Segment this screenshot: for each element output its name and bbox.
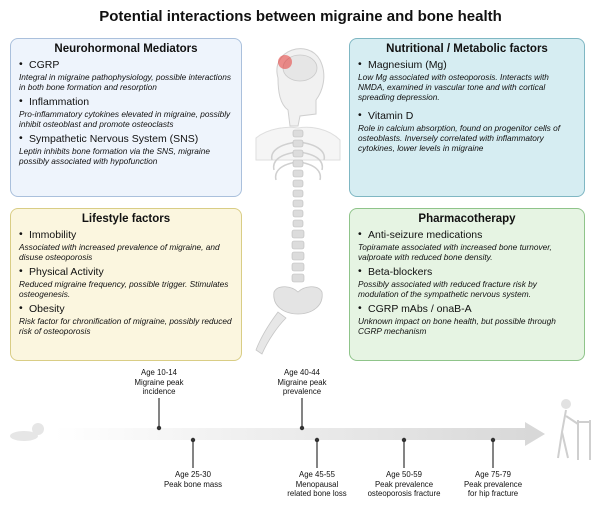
- label-line: Menopausal: [295, 479, 339, 489]
- label-line: osteoporosis fracture: [367, 489, 441, 498]
- label-line: Age 50-59: [386, 470, 422, 479]
- item-heading: Obesity: [19, 302, 233, 315]
- infant-icon: [10, 423, 44, 441]
- label-line: Migraine peak: [277, 377, 327, 387]
- list-item: Sympathetic Nervous System (SNS) Leptin …: [19, 132, 233, 166]
- item-description: Possibly associated with reduced fractur…: [358, 279, 537, 299]
- item-heading: Physical Activity: [19, 265, 233, 278]
- timeline-label: Age 40-44 Migraine peak prevalence: [262, 368, 342, 397]
- panel-title: Neurohormonal Mediators: [54, 43, 198, 55]
- list-item: Magnesium (Mg) Low Mg associated with os…: [358, 58, 576, 102]
- item-description: Unknown impact on bone health, but possi…: [358, 316, 556, 336]
- list-item: Immobility Associated with increased pre…: [19, 228, 233, 262]
- list-item: Anti-seizure medications Topiramate asso…: [358, 228, 576, 262]
- item-heading: Beta-blockers: [358, 265, 576, 278]
- age-timeline: [10, 398, 591, 468]
- item-description: Low Mg associated with osteoporosis. Int…: [358, 72, 549, 102]
- panel-title: Nutritional / Metabolic factors: [386, 43, 548, 55]
- item-heading: Anti-seizure medications: [358, 228, 576, 241]
- diagram-title: Potential interactions between migraine …: [99, 8, 502, 25]
- timeline-label: Age 25-30 Peak bone mass: [153, 470, 233, 489]
- list-item: Beta-blockers Possibly associated with r…: [358, 265, 576, 299]
- list-item: Obesity Risk factor for chronification o…: [19, 302, 233, 336]
- label-line: related bone loss: [287, 489, 347, 498]
- item-description: Pro-inflammatory cytokines elevated in m…: [19, 109, 231, 129]
- list-item: CGRP mAbs / onaB-A Unknown impact on bon…: [358, 302, 576, 336]
- spine: [291, 129, 305, 283]
- pelvis: [273, 286, 323, 315]
- neurohormonal-panel: Neurohormonal Mediators CGRP Integral in…: [10, 38, 242, 197]
- panel-title: Pharmacotherapy: [418, 213, 516, 225]
- label-line: Age 75-79: [475, 470, 511, 479]
- item-description: Topiramate associated with increased bon…: [358, 242, 552, 262]
- item-heading: Sympathetic Nervous System (SNS): [19, 132, 233, 145]
- label-line: for hip fracture: [467, 489, 519, 498]
- item-description: Reduced migraine frequency, possible tri…: [19, 279, 229, 299]
- list-item: Physical Activity Reduced migraine frequ…: [19, 265, 233, 299]
- femur: [255, 311, 287, 355]
- elderly-walker-icon: [557, 399, 591, 460]
- migraine-highlight-icon: [278, 55, 292, 69]
- item-heading: Vitamin D: [358, 109, 576, 122]
- label-line: incidence: [142, 387, 176, 396]
- item-heading: Inflammation: [19, 95, 233, 108]
- label-line: Age 45-55: [299, 470, 335, 479]
- timeline-label: Age 50-59 Peak prevalence osteoporosis f…: [364, 470, 444, 499]
- item-description: Associated with increased prevalence of …: [19, 242, 220, 262]
- timeline-arrow: [55, 422, 545, 446]
- lifestyle-panel: Lifestyle factors Immobility Associated …: [10, 208, 242, 361]
- skeleton-figure-icon: [255, 48, 341, 355]
- label-line: Age 40-44: [284, 368, 320, 377]
- list-item: Inflammation Pro-inflammatory cytokines …: [19, 95, 233, 129]
- label-line: Peak prevalence: [374, 479, 434, 489]
- label-line: Peak bone mass: [163, 479, 223, 489]
- item-heading: Magnesium (Mg): [358, 58, 576, 71]
- item-description: Integral in migraine pathophysiology, po…: [19, 72, 231, 92]
- item-description: Risk factor for chronification of migrai…: [19, 316, 232, 336]
- list-item: CGRP Integral in migraine pathophysiolog…: [19, 58, 233, 92]
- timeline-dots: [156, 425, 496, 443]
- panel-title: Lifestyle factors: [81, 213, 171, 225]
- label-line: Age 10-14: [141, 368, 177, 377]
- nutritional-panel: Nutritional / Metabolic factors Magnesiu…: [349, 38, 585, 197]
- item-heading: CGRP: [19, 58, 233, 71]
- timeline-label: Age 45-55 Menopausal related bone loss: [277, 470, 357, 499]
- label-line: prevalence: [282, 387, 322, 396]
- item-heading: Immobility: [19, 228, 233, 241]
- timeline-label: Age 10-14 Migraine peak incidence: [119, 368, 199, 397]
- label-line: Peak prevalence: [463, 479, 523, 489]
- list-item: Vitamin D Role in calcium absorption, fo…: [358, 109, 576, 153]
- timeline-label: Age 75-79 Peak prevalence for hip fractu…: [453, 470, 533, 499]
- label-line: Age 25-30: [175, 470, 211, 479]
- label-line: Migraine peak: [134, 377, 184, 387]
- item-description: Leptin inhibits bone formation via the S…: [19, 146, 210, 166]
- pharmacotherapy-panel: Pharmacotherapy Anti-seizure medications…: [349, 208, 585, 361]
- item-heading: CGRP mAbs / onaB-A: [358, 302, 576, 315]
- item-description: Role in calcium absorption, found on pro…: [358, 123, 561, 153]
- timeline-ticks: [158, 398, 494, 468]
